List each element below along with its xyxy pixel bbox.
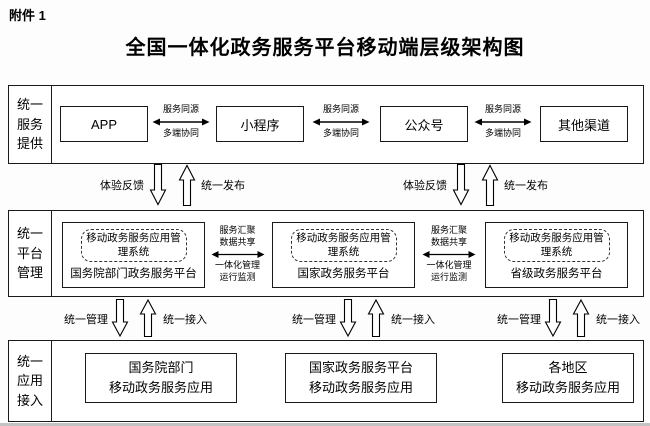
app-line1: 国家政务服务平台 <box>308 359 413 375</box>
app-line2: 移动政务服务应用 <box>308 380 413 395</box>
platform-node-provincial: 移动政务服务应用管理系统 省级政务服务平台 <box>485 222 628 288</box>
page-title: 全国一体化政务服务平台移动端层级架构图 <box>125 37 525 59</box>
channel-label: APP <box>90 116 117 132</box>
manage-label: 统一管理 <box>64 314 108 326</box>
manage-label: 统一管理 <box>497 314 541 326</box>
management-system-box: 移动政务服务应用管理系统 <box>80 229 187 263</box>
down-arrow-icon <box>452 164 470 206</box>
manage-label: 统一管理 <box>292 314 336 326</box>
link-label-operation-monitoring: 运行监测 <box>430 271 467 282</box>
link-label-service-aggregation: 服务汇聚 <box>430 225 467 235</box>
link-label-data-sharing: 数据共享 <box>219 236 256 247</box>
sync-label-top: 服务同源 <box>484 104 521 114</box>
link-label-integrated-management: 一体化管理 <box>214 259 260 270</box>
app-box-department: 国务院部门 移动政务服务应用 <box>85 353 237 403</box>
up-arrow-icon <box>178 164 196 206</box>
channel-label: 公众号 <box>404 117 444 133</box>
double-arrow-icon <box>211 250 264 258</box>
double-arrow-icon <box>474 118 532 125</box>
feedback-label: 体验反馈 <box>403 180 447 192</box>
app-box-national: 国家政务服务平台 移动政务服务应用 <box>285 353 437 403</box>
sync-label-bottom: 多端协同 <box>162 127 199 138</box>
up-arrow-icon <box>139 299 157 337</box>
up-arrow-icon <box>572 299 590 337</box>
sync-connector: 服务同源 多端协同 <box>466 103 540 140</box>
double-arrow-icon <box>152 118 210 125</box>
link-label-integrated-management: 一体化管理 <box>426 259 472 270</box>
app-box-regional: 各地区 移动政务服务应用 <box>502 353 634 403</box>
platform-name: 省级政务服务平台 <box>510 268 603 281</box>
channel-label: 小程序 <box>240 117 280 133</box>
link-connector: 服务汇聚 数据共享 一体化管理 运行监测 <box>203 225 272 284</box>
app-line1: 国务院部门 <box>128 359 194 375</box>
page-bottom-edge <box>0 423 650 426</box>
app-line1: 各地区 <box>548 359 588 375</box>
channel-box-official-account: 公众号 <box>380 106 468 142</box>
channel-label: 其他渠道 <box>557 117 610 133</box>
down-arrow-icon <box>149 164 167 206</box>
management-system-label: 移动政务服务应用管理系统 <box>86 232 181 258</box>
access-label: 统一接入 <box>596 314 640 326</box>
management-system-box: 移动政务服务应用管理系统 <box>503 229 610 263</box>
link-label-operation-monitoring: 运行监测 <box>219 271 256 282</box>
channel-box-miniprogram: 小程序 <box>216 106 304 142</box>
management-system-label: 移动政务服务应用管理系统 <box>296 232 391 258</box>
double-arrow-icon <box>312 118 370 125</box>
sync-label-top: 服务同源 <box>162 104 199 114</box>
publish-label: 统一发布 <box>201 180 245 192</box>
link-label-data-sharing: 数据共享 <box>430 236 467 247</box>
platform-name: 国家政务服务平台 <box>297 268 390 281</box>
up-arrow-icon <box>481 164 499 206</box>
channel-box-app: APP <box>60 106 148 142</box>
attachment-label: 附件 1 <box>9 8 46 23</box>
double-arrow-icon <box>422 250 476 258</box>
platform-name: 国务院部门政务服务平台 <box>70 268 197 281</box>
link-label-service-aggregation: 服务汇聚 <box>219 225 256 235</box>
management-system-box: 移动政务服务应用管理系统 <box>290 229 397 263</box>
link-connector: 服务汇聚 数据共享 一体化管理 运行监测 <box>413 225 485 284</box>
sync-connector: 服务同源 多端协同 <box>146 103 216 140</box>
app-line2: 移动政务服务应用 <box>515 380 620 395</box>
access-label: 统一接入 <box>163 314 207 326</box>
channel-box-other: 其他渠道 <box>540 106 628 142</box>
up-arrow-icon <box>367 299 385 337</box>
application-band-label: 统一应用接入 <box>9 341 52 421</box>
app-line2: 移动政务服务应用 <box>108 380 213 395</box>
sync-label-top: 服务同源 <box>322 104 359 114</box>
access-label: 统一接入 <box>391 314 435 326</box>
service-band-label: 统一服务提供 <box>9 86 52 163</box>
management-system-label: 移动政务服务应用管理系统 <box>509 232 604 258</box>
sync-label-bottom: 多端协同 <box>484 127 521 138</box>
platform-node-department: 移动政务服务应用管理系统 国务院部门政务服务平台 <box>62 222 205 288</box>
platform-band-label: 统一平台管理 <box>9 211 52 296</box>
down-arrow-icon <box>544 299 562 337</box>
sync-label-bottom: 多端协同 <box>322 127 359 138</box>
sync-connector: 服务同源 多端协同 <box>302 103 380 140</box>
down-arrow-icon <box>111 299 129 337</box>
platform-node-national: 移动政务服务应用管理系统 国家政务服务平台 <box>272 222 415 288</box>
publish-label: 统一发布 <box>504 180 548 192</box>
down-arrow-icon <box>339 299 357 337</box>
feedback-label: 体验反馈 <box>100 180 144 192</box>
